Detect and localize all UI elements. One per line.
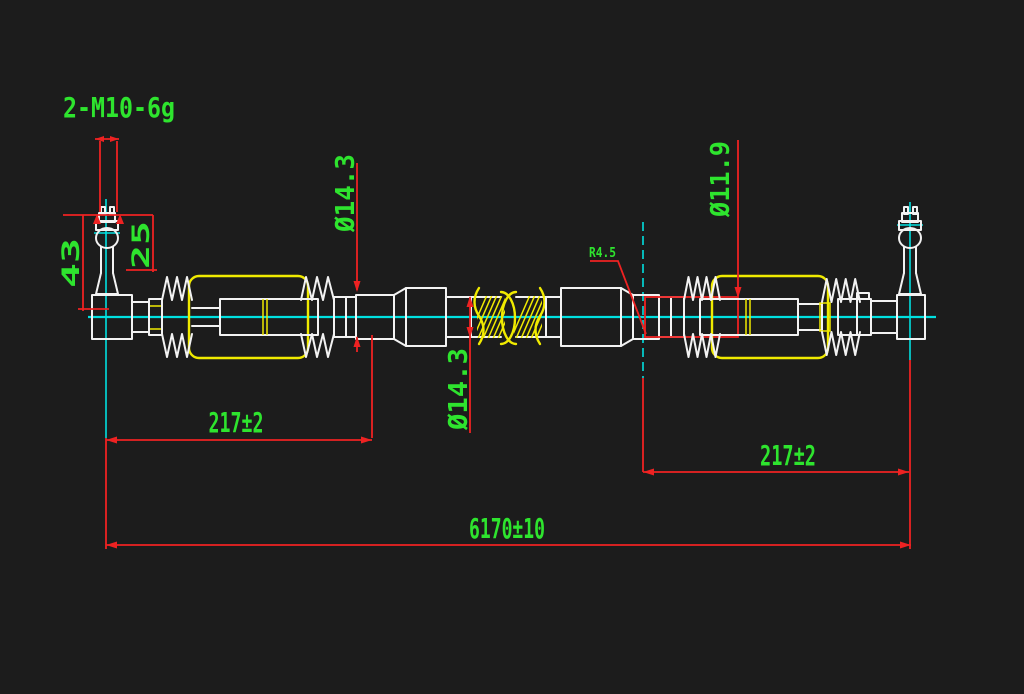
rod-break	[470, 286, 547, 346]
left-tie-rod-end	[91, 206, 163, 340]
right-ball	[898, 227, 922, 249]
left-bellows-outer	[161, 276, 193, 301]
dim-left-rod-diameter: Ø14.3	[331, 154, 361, 352]
center-rod-diameter-label: Ø14.3	[444, 348, 474, 431]
left-boot-sleeve	[219, 298, 319, 336]
left-boot-outline	[187, 274, 310, 360]
thread-callout-label: 2-M10-6g	[63, 91, 175, 124]
left-rod-diameter-label: Ø14.3	[331, 154, 361, 233]
right-bellows-outer	[821, 278, 861, 303]
dim-stud-lengths: 43 25	[57, 214, 157, 311]
fillet-radius-label: R4.5	[589, 246, 616, 261]
stud-length-label: 43	[57, 238, 85, 288]
centerlines	[88, 199, 936, 438]
right-rod-diameter-label: Ø11.9	[706, 141, 736, 218]
dim-center-rod-diameter: Ø14.3	[444, 296, 474, 433]
right-boot-outline	[710, 274, 830, 360]
left-bellows-inner	[300, 276, 335, 301]
left-adjuster-body	[333, 287, 472, 347]
dim-thread-callout: 2-M10-6g	[63, 91, 175, 212]
dim-left-joint-length: 217±2	[106, 335, 373, 444]
stud-taper-length-label: 25	[127, 221, 155, 269]
right-joint-length-label: 217±2	[760, 439, 816, 472]
overall-length-label: 6170±10	[469, 512, 545, 545]
left-boot-clamp	[148, 298, 163, 336]
right-boot-clamp	[819, 302, 831, 332]
left-joint-length-label: 217±2	[209, 406, 264, 439]
right-adjuster-sleeve	[560, 287, 622, 347]
right-tie-rod-end	[837, 206, 926, 340]
dim-fillet-radius: R4.5	[589, 246, 647, 335]
dim-right-joint-length: 217±2	[642, 378, 909, 476]
right-boot-assembly	[683, 274, 861, 360]
break-wave-right	[534, 286, 546, 346]
break-wave-left	[473, 286, 485, 346]
thread-hatch-right	[514, 296, 542, 338]
dim-overall-length: 6170±10	[105, 360, 911, 549]
break-cap-right	[500, 290, 518, 346]
left-ball	[95, 227, 119, 249]
dim-right-rod-diameter: Ø11.9	[706, 140, 742, 298]
left-boot-assembly	[161, 274, 335, 360]
